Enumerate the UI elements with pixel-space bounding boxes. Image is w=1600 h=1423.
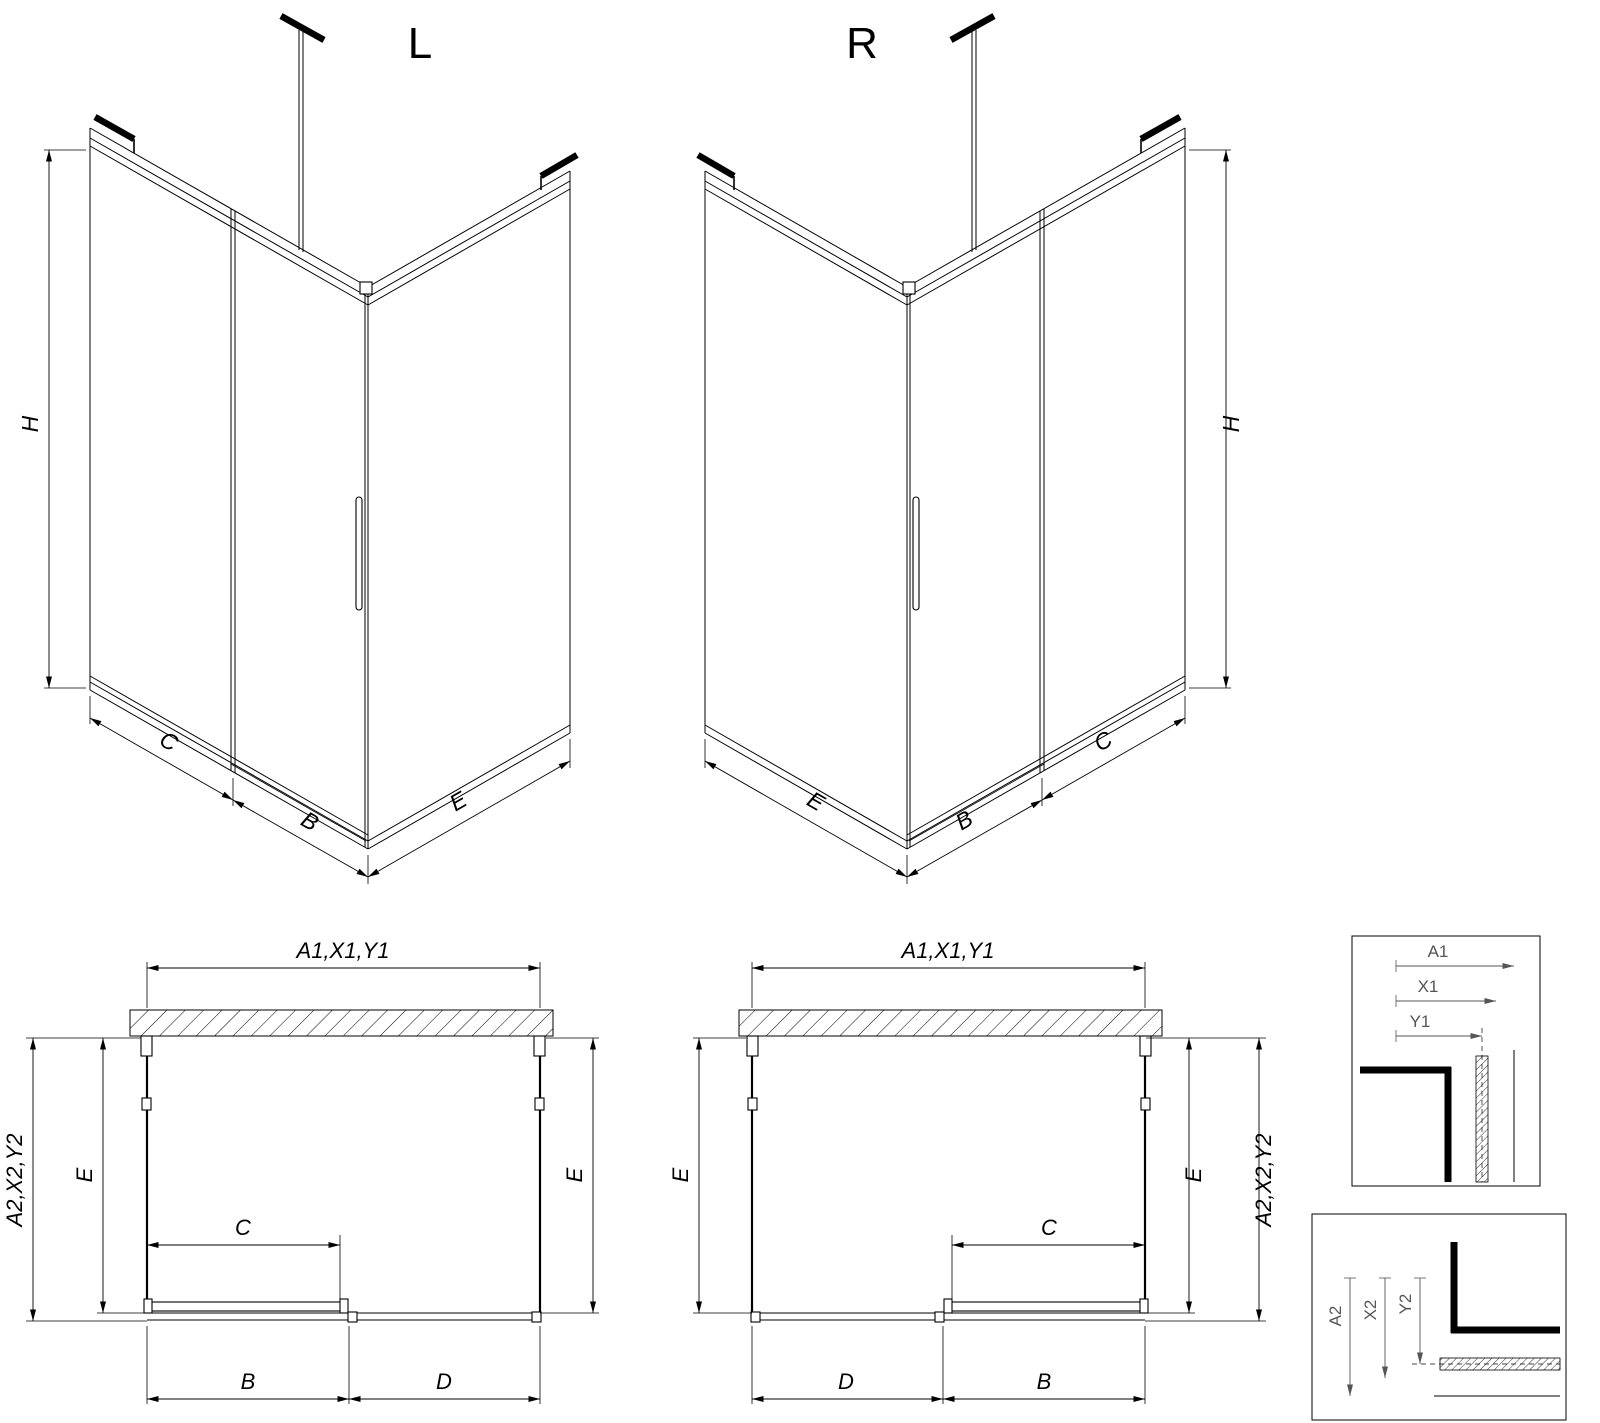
wall-bracket-icon: [1139, 114, 1182, 153]
dim-label-b: B: [1037, 1369, 1052, 1394]
wall-bracket-icon: [539, 152, 579, 190]
iso-left-dim-b: B: [232, 799, 369, 884]
plan-right-dim-depth-outer: A2,X2,Y2: [1145, 1038, 1276, 1322]
corner-connector: [902, 281, 916, 295]
dim-label-c: C: [235, 1215, 251, 1240]
dim-label-x2: X2: [1361, 1300, 1380, 1321]
dim-label-a1x1y1: A1,X1,Y1: [295, 938, 390, 963]
plan-left-dim-depth-outer: A2,X2,Y2: [2, 1037, 147, 1322]
dim-label-a1x1y1: A1,X1,Y1: [900, 938, 995, 963]
wall-profile-section: [1360, 1050, 1515, 1183]
corner-connector: [359, 281, 373, 295]
variant-label-right: R: [846, 19, 878, 68]
iso-right-dim-height: H: [1189, 149, 1244, 689]
iso-view-left: L: [17, 13, 579, 884]
dim-label-b: B: [241, 1369, 256, 1394]
iso-right-dim-b: B: [906, 799, 1043, 884]
dim-label-e: E: [803, 786, 830, 817]
iso-left-dim-e: E: [367, 739, 571, 878]
dim-label-c: C: [1041, 1215, 1057, 1240]
dim-label-e: E: [562, 1167, 587, 1182]
plan-left-dim-width: A1,X1,Y1: [146, 938, 541, 1008]
wall-bracket-icon: [93, 114, 136, 153]
plan-left-dim-depth-right: E: [540, 1037, 599, 1314]
dim-label-e: E: [1181, 1167, 1206, 1182]
dim-label-a1: A1: [1428, 942, 1449, 961]
plan-right-dim-depth-left: E: [668, 1037, 752, 1314]
plan-view-right: A1,X1,Y1 E E A2,X2,Y2 C: [668, 938, 1276, 1404]
ceiling-support-icon: [279, 13, 326, 252]
dim-label-e: E: [668, 1167, 693, 1182]
dim-label-d: D: [838, 1369, 854, 1394]
dim-label-height: H: [17, 415, 43, 432]
track-profile-section: [1434, 1242, 1561, 1397]
detail-width-adjustment: A1 X1 Y1: [1351, 935, 1541, 1187]
iso-right-dim-e: E: [704, 739, 908, 878]
dim-label-height: H: [1218, 415, 1244, 432]
sliding-door-leaf: [944, 1301, 1147, 1312]
dim-label-e: E: [72, 1167, 97, 1182]
dim-label-a2: A2: [1326, 1306, 1345, 1327]
dim-label-e: E: [445, 786, 472, 817]
dim-label-c: C: [1089, 725, 1117, 756]
sliding-door-leaf: [145, 1301, 348, 1312]
dim-label-x1: X1: [1418, 977, 1439, 996]
dim-label-d: D: [436, 1369, 452, 1394]
dim-label-b: B: [951, 805, 977, 835]
iso-left-structure: [89, 13, 579, 850]
variant-label-left: L: [408, 19, 432, 68]
plan-left-glass: [140, 1035, 546, 1323]
detail-box: [1351, 935, 1541, 1187]
plan-left-dim-depth-inner: E: [72, 1038, 147, 1314]
door-handle: [355, 496, 363, 611]
plan-left-dim-bottom: B D: [146, 1326, 541, 1404]
wall-section: [738, 1009, 1163, 1037]
plan-left-dim-opening: C: [147, 1215, 341, 1299]
dim-label-a2x2y2: A2,X2,Y2: [2, 1134, 27, 1229]
glass-section: [1475, 1055, 1489, 1183]
dim-label-y1: Y1: [1410, 1012, 1431, 1031]
ceiling-support-icon: [949, 13, 996, 252]
dim-label-a2x2y2: A2,X2,Y2: [1251, 1134, 1276, 1229]
wall-section: [129, 1009, 554, 1037]
iso-right-structure: [696, 13, 1186, 850]
detail-depth-adjustment: A2 X2 Y2: [1311, 1213, 1567, 1421]
detail-box: [1311, 1213, 1567, 1421]
iso-view-right: R: [696, 13, 1244, 884]
dim-label-y2: Y2: [1396, 1294, 1415, 1315]
glass-section: [1439, 1357, 1561, 1371]
iso-left-dim-height: H: [17, 149, 86, 689]
door-handle: [912, 496, 920, 611]
plan-right-dim-depth-inner: E: [1145, 1037, 1266, 1314]
plan-view-left: A1,X1,Y1 A2,X2,Y2 E E C: [2, 938, 599, 1404]
plan-right-dim-opening: C: [951, 1215, 1145, 1299]
plan-right-dim-width: A1,X1,Y1: [751, 938, 1146, 1008]
wall-bracket-icon: [696, 152, 736, 190]
plan-right-glass: [746, 1035, 1152, 1323]
plan-right-dim-bottom: D B: [751, 1326, 1146, 1404]
